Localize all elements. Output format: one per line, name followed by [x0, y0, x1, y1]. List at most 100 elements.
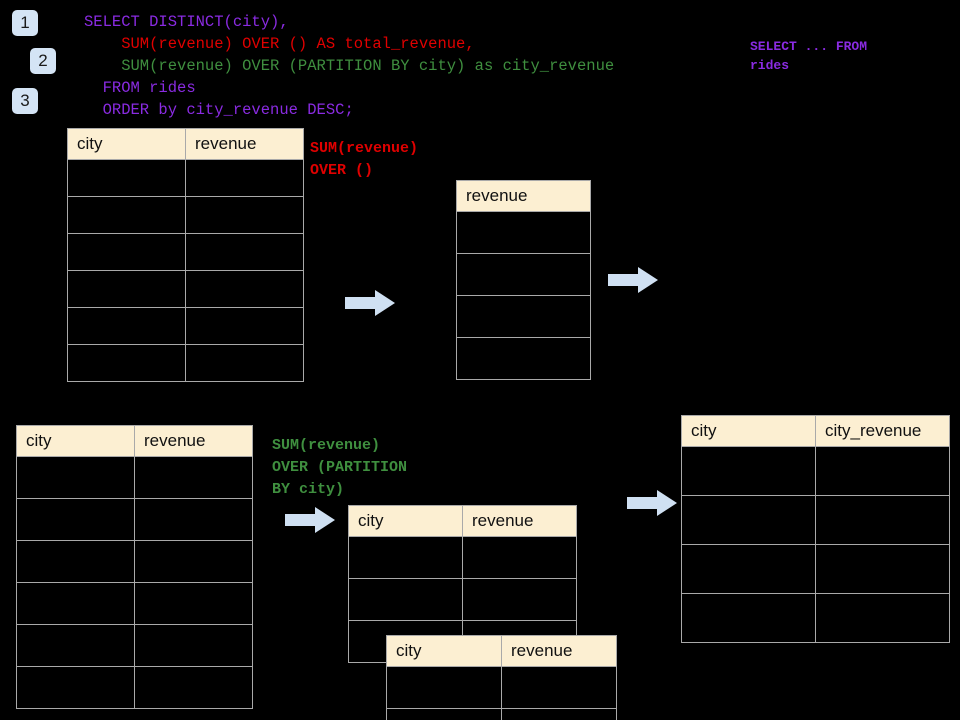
table-row — [16, 456, 253, 499]
table-row — [67, 233, 304, 271]
table-row — [67, 307, 304, 345]
sql-line-city-revenue: SUM(revenue) OVER (PARTITION BY city) as… — [84, 57, 615, 75]
table-cell — [815, 446, 950, 496]
table-cell — [462, 536, 577, 579]
table-cell — [456, 337, 591, 380]
table-row — [348, 536, 577, 579]
table-row — [456, 337, 591, 380]
table-row — [16, 666, 253, 709]
sql-line-select-distinct: SELECT DISTINCT(city), — [84, 13, 289, 31]
table-row — [456, 295, 591, 338]
table-cell — [67, 307, 186, 345]
table-cell — [67, 159, 186, 197]
step-badge-2: 2 — [30, 48, 56, 74]
column-header-city-revenue: city_revenue — [815, 415, 950, 447]
table-cell — [16, 456, 135, 499]
table-cell — [681, 495, 816, 545]
table-cell — [185, 307, 304, 345]
table-cell — [386, 708, 502, 720]
table-cell — [185, 233, 304, 271]
table-cell — [134, 498, 253, 541]
column-header-city: city — [67, 128, 186, 160]
sql-line-from-rides: FROM rides — [84, 79, 196, 97]
table-row — [67, 196, 304, 234]
annotation-sum-over-empty: SUM(revenue) OVER () — [310, 140, 419, 179]
table-cell — [681, 593, 816, 643]
table-cell — [185, 270, 304, 308]
table-row — [386, 708, 617, 720]
step-badge-1: 1 — [12, 10, 38, 36]
table-cell — [185, 196, 304, 234]
table-row — [456, 211, 591, 254]
table-cell — [815, 544, 950, 594]
column-header-city: city — [386, 635, 502, 667]
table-cell — [134, 456, 253, 499]
table-cell — [185, 159, 304, 197]
table-row — [681, 495, 950, 545]
table-header-row: revenue — [456, 180, 591, 212]
arrow-source-to-partition — [285, 507, 335, 533]
table-row — [16, 582, 253, 625]
table-cell — [16, 540, 135, 583]
table-cell — [681, 446, 816, 496]
table-cell — [348, 536, 463, 579]
table-cell — [16, 498, 135, 541]
column-header-revenue: revenue — [134, 425, 253, 457]
table-cell — [16, 624, 135, 667]
table-cell — [348, 578, 463, 621]
table-cell — [134, 582, 253, 625]
table-row — [681, 593, 950, 643]
table-row — [16, 624, 253, 667]
table-cell — [456, 253, 591, 296]
sql-side-note-select-from-rides: SELECT ... FROM rides — [750, 39, 868, 73]
arrow-source-to-total — [345, 290, 395, 316]
sql-line-total-revenue: SUM(revenue) OVER () AS total_revenue, — [84, 35, 475, 53]
table-cell — [815, 593, 950, 643]
table-cell — [386, 666, 502, 709]
table-cell — [815, 495, 950, 545]
table-cell — [456, 211, 591, 254]
table-cell — [501, 666, 617, 709]
annotation-sum-over-partition: SUM(revenue) OVER (PARTITION BY city) — [272, 437, 408, 498]
column-header-city: city — [348, 505, 463, 537]
table-row — [681, 544, 950, 594]
column-header-revenue: revenue — [462, 505, 577, 537]
table-cell — [67, 270, 186, 308]
table-cell — [67, 233, 186, 271]
table-cell — [134, 540, 253, 583]
table-row — [16, 498, 253, 541]
table-row — [681, 446, 950, 496]
sql-line-order-by: ORDER by city_revenue DESC; — [84, 101, 354, 119]
table-cell — [134, 666, 253, 709]
step-badge-3: 3 — [12, 88, 38, 114]
arrow-partition-to-result — [627, 490, 677, 516]
table-cell — [456, 295, 591, 338]
table-row — [67, 344, 304, 382]
table-row — [456, 253, 591, 296]
table-cell — [681, 544, 816, 594]
table-cell — [501, 708, 617, 720]
table-cell — [462, 578, 577, 621]
table-row — [67, 159, 304, 197]
table-cell — [134, 624, 253, 667]
table-row — [348, 578, 577, 621]
column-header-revenue: revenue — [501, 635, 617, 667]
column-header-revenue: revenue — [185, 128, 304, 160]
table-row — [67, 270, 304, 308]
column-header-city: city — [16, 425, 135, 457]
table-cell — [16, 582, 135, 625]
column-header-revenue: revenue — [456, 180, 591, 212]
total-revenue-table: revenue — [456, 180, 591, 380]
table-cell — [16, 666, 135, 709]
table-row — [386, 666, 617, 709]
table-cell — [67, 344, 186, 382]
